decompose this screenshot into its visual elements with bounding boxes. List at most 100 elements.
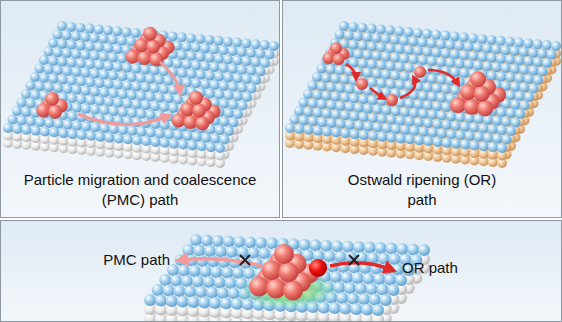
support-atom	[95, 132, 105, 142]
support-atom	[317, 81, 327, 91]
support-atom	[477, 34, 487, 44]
support-atom	[76, 94, 86, 104]
support-atom	[382, 123, 392, 133]
support-atom	[218, 45, 228, 55]
support-atom	[214, 89, 224, 99]
support-atom	[376, 25, 386, 35]
support-atom	[141, 82, 151, 92]
support-atom	[86, 95, 96, 105]
support-atom	[122, 81, 132, 91]
support-atom	[160, 138, 170, 148]
support-atom	[492, 134, 502, 144]
support-atom	[17, 115, 27, 125]
support-atom	[442, 120, 452, 130]
support-atom	[497, 125, 507, 135]
support-atom	[191, 60, 201, 70]
support-atom	[405, 116, 415, 126]
support-atom	[127, 108, 137, 118]
metal-atom	[477, 100, 493, 116]
support-atom	[104, 61, 114, 71]
support-atom	[159, 84, 169, 94]
support-atom	[404, 99, 414, 109]
support-atom	[432, 83, 442, 93]
support-atom	[233, 91, 243, 101]
support-atom	[90, 69, 100, 79]
support-atom	[372, 51, 382, 61]
support-atom	[367, 42, 377, 52]
support-atom	[474, 132, 484, 142]
support-atom	[376, 60, 386, 70]
support-atom	[118, 107, 128, 117]
support-atom	[335, 65, 345, 75]
support-atom	[446, 129, 456, 139]
support-atom	[349, 111, 359, 121]
support-atom	[265, 50, 275, 60]
support-atom	[377, 132, 387, 142]
support-atom	[404, 45, 414, 55]
support-atom	[155, 93, 165, 103]
support-atom	[496, 36, 506, 46]
support-atom	[317, 117, 327, 127]
support-atom	[469, 123, 479, 133]
support-atom	[496, 72, 506, 82]
support-atom	[205, 71, 215, 81]
support-atom	[94, 60, 104, 70]
support-atom	[299, 115, 309, 125]
support-atom	[312, 72, 322, 82]
support-atom	[432, 119, 442, 129]
support-atom	[413, 28, 423, 38]
metal-atom	[126, 50, 140, 64]
support-atom	[210, 80, 220, 90]
support-atom	[237, 83, 247, 93]
support-atom	[528, 48, 538, 58]
support-atom	[330, 74, 340, 84]
support-atom	[195, 34, 205, 44]
support-atom	[39, 55, 49, 65]
support-atom	[427, 92, 437, 102]
support-atom	[141, 100, 151, 110]
support-atom	[30, 72, 40, 82]
support-atom	[391, 106, 401, 116]
support-atom	[381, 52, 391, 62]
support-atom	[441, 48, 451, 58]
support-atom	[71, 49, 81, 59]
support-atom	[168, 85, 178, 95]
support-atom	[506, 126, 516, 136]
support-atom	[497, 143, 507, 153]
support-atom	[81, 122, 91, 132]
support-atom	[94, 25, 104, 35]
support-atom	[224, 126, 234, 136]
support-atom	[482, 61, 492, 71]
support-atom	[437, 111, 447, 121]
support-atom	[71, 67, 81, 77]
support-atom	[505, 72, 515, 82]
support-atom	[436, 57, 446, 67]
support-atom	[483, 133, 493, 143]
support-atom	[90, 105, 100, 115]
support-atom	[85, 42, 95, 52]
support-atom	[423, 136, 433, 146]
support-atom	[460, 122, 470, 132]
support-atom	[182, 42, 192, 52]
support-atom	[104, 97, 114, 107]
metal-atom	[137, 51, 151, 65]
support-atom	[385, 25, 395, 35]
support-atom	[432, 101, 442, 111]
support-atom	[12, 124, 22, 134]
support-atom	[322, 127, 332, 137]
support-atom	[100, 105, 110, 115]
support-atom	[94, 42, 104, 52]
metal-atom	[356, 78, 368, 90]
support-atom	[506, 108, 516, 118]
support-atom	[150, 83, 160, 93]
support-atom	[308, 116, 318, 126]
support-atom	[200, 43, 210, 53]
metal-atom	[134, 38, 148, 52]
support-atom	[326, 82, 336, 92]
support-atom	[331, 110, 341, 120]
support-atom	[251, 57, 261, 67]
support-atom	[228, 64, 238, 74]
support-atom	[136, 91, 146, 101]
support-atom	[131, 28, 141, 38]
support-atom	[491, 44, 501, 54]
